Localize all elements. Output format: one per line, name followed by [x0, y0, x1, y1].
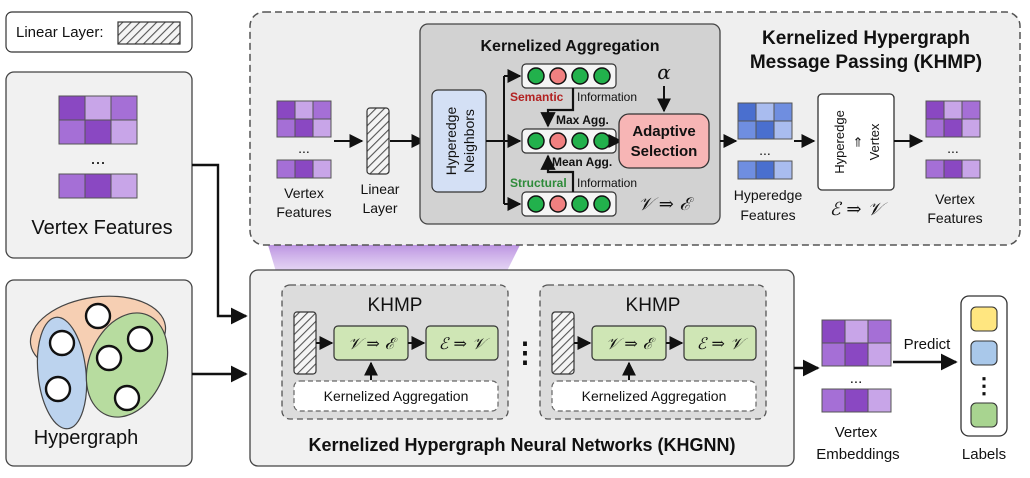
- vertex-embeddings-ellipsis: ...: [850, 370, 863, 387]
- hyperedge-neighbors-line1: Hyperedge: [443, 107, 459, 176]
- label-stack-icon: [960, 295, 1008, 437]
- khmp-output-feature-matrix: [925, 100, 981, 179]
- khmp-block-2: KHMP 𝒱 ⇒ ℰ ℰ ⇒ 𝒱 Kernelized Aggregation: [539, 284, 767, 420]
- kernelized-aggregation-title: Kernelized Aggregation: [481, 38, 660, 55]
- vertex-features-panel: ... Vertex Features: [5, 71, 193, 259]
- predict-label: Predict: [904, 336, 952, 353]
- khmp-v-to-e: 𝒱 ⇒ ℰ: [638, 194, 695, 215]
- khmp-linear-layer: [366, 107, 390, 175]
- labels-label: Labels: [962, 446, 1006, 463]
- khmp-block-1-linear: [293, 311, 317, 375]
- vertex-embeddings-line1: Vertex: [835, 424, 878, 441]
- khmp-block-2-aggregation: Kernelized Aggregation: [582, 388, 727, 404]
- structural-label: Structural: [510, 176, 567, 190]
- hyperedge-neighbors-line2: Neighbors: [461, 109, 477, 173]
- adaptive-selection-line2: Selection: [631, 143, 698, 160]
- khmp-linear-layer-line2: Layer: [362, 200, 397, 216]
- khgnn-title: Kernelized Hypergraph Neural Networks (K…: [308, 435, 735, 455]
- hyperedge-to-vertex-line1: Hyperedge: [832, 110, 847, 174]
- hatched-linear-layer-icon: [117, 21, 181, 45]
- kernelized-aggregation-box: Kernelized Aggregation Hyperedge Neighbo…: [419, 23, 721, 225]
- vertex-features-label: Vertex Features: [31, 217, 172, 239]
- khmp-vertex-features-out-line2: Features: [927, 210, 982, 226]
- khmp-block-2-e-to-v-box: [683, 325, 757, 361]
- vertex-embeddings-matrix: [821, 319, 892, 413]
- khmp-block-1-aggregation: Kernelized Aggregation: [324, 388, 469, 404]
- alpha-symbol: α: [657, 60, 671, 84]
- mean-agg-arrow: [540, 154, 575, 192]
- vertex-features-ellipsis: ...: [90, 148, 105, 168]
- khmp-block-2-title: KHMP: [626, 295, 681, 316]
- hyperedge-feature-matrix: [737, 102, 793, 180]
- khmp-title-line2: Message Passing (KHMP): [750, 52, 982, 73]
- khgnn-panel: Kernelized Hypergraph Neural Networks (K…: [249, 269, 795, 467]
- khmp-block-1: KHMP 𝒱 ⇒ ℰ ℰ ⇒ 𝒱 Kernelized Aggregation: [281, 284, 509, 420]
- mean-agg-label: Mean Agg.: [552, 155, 612, 169]
- middle-node-row: [521, 128, 617, 154]
- hyperedge-features-line2: Features: [740, 207, 795, 223]
- hyperedge-to-vertex-line2: ⇒: [850, 136, 865, 147]
- khmp-vertex-features-out-line1: Vertex: [935, 191, 975, 207]
- khmp-input-ellipsis: ...: [298, 140, 310, 156]
- khmp-block-2-v-to-e: 𝒱 ⇒ ℰ: [606, 334, 656, 353]
- khmp-blocks-vdots: ⋮: [511, 337, 539, 368]
- structural-node-row: [521, 191, 617, 217]
- khmp-block-2-linear: [551, 311, 575, 375]
- khmp-block-2-aggregation-box: [551, 380, 757, 412]
- khmp-detail-panel: Kernelized Hypergraph Message Passing (K…: [249, 11, 1021, 246]
- khmp-block-2-e-to-v: ℰ ⇒ 𝒱: [697, 334, 749, 353]
- adaptive-selection-box: [618, 113, 710, 169]
- semantic-label: Semantic: [510, 90, 564, 104]
- hyperedge-features-ellipsis: ...: [759, 142, 771, 158]
- adaptive-selection-line1: Adaptive: [632, 123, 695, 140]
- khmp-output-ellipsis: ...: [947, 140, 959, 156]
- legend-box: Linear Layer:: [5, 11, 193, 53]
- khmp-block-1-title: KHMP: [368, 295, 423, 316]
- khmp-input-feature-matrix: [276, 100, 332, 179]
- khmp-linear-layer-line1: Linear: [361, 181, 400, 197]
- khmp-vertex-features-in-line1: Vertex: [284, 185, 324, 201]
- hyperedge-to-vertex-line3: Vertex: [867, 123, 882, 160]
- khmp-e-to-v: ℰ ⇒ 𝒱: [830, 199, 888, 220]
- khmp-block-1-v-to-e: 𝒱 ⇒ ℰ: [348, 334, 398, 353]
- labels-vdots: ⋮: [973, 373, 995, 398]
- max-agg-label: Max Agg.: [556, 113, 609, 127]
- hypergraph-label: Hypergraph: [34, 427, 139, 449]
- khmp-block-1-e-to-v: ℰ ⇒ 𝒱: [439, 334, 491, 353]
- khmp-block-1-e-to-v-box: [425, 325, 499, 361]
- semantic-information-label: Information: [577, 90, 637, 104]
- semantic-node-row: [521, 63, 617, 89]
- khmp-title-line1: Kernelized Hypergraph: [762, 28, 970, 49]
- hypergraph-panel: Hypergraph: [5, 279, 193, 467]
- khmp-block-1-aggregation-box: [293, 380, 499, 412]
- structural-information-label: Information: [577, 176, 637, 190]
- khmp-vertex-features-in-line2: Features: [276, 204, 331, 220]
- legend-linear-layer-label: Linear Layer:: [16, 24, 104, 41]
- vertex-embeddings-line2: Embeddings: [816, 446, 899, 463]
- max-agg-arrow: [540, 88, 575, 128]
- hyperedge-features-line1: Hyperedge: [734, 187, 803, 203]
- hypergraph-icon: [29, 295, 169, 430]
- feature-matrix-icon: [58, 95, 138, 199]
- hyperedge-neighbors-box: [431, 89, 487, 193]
- vertex-features-arrow: [192, 163, 248, 325]
